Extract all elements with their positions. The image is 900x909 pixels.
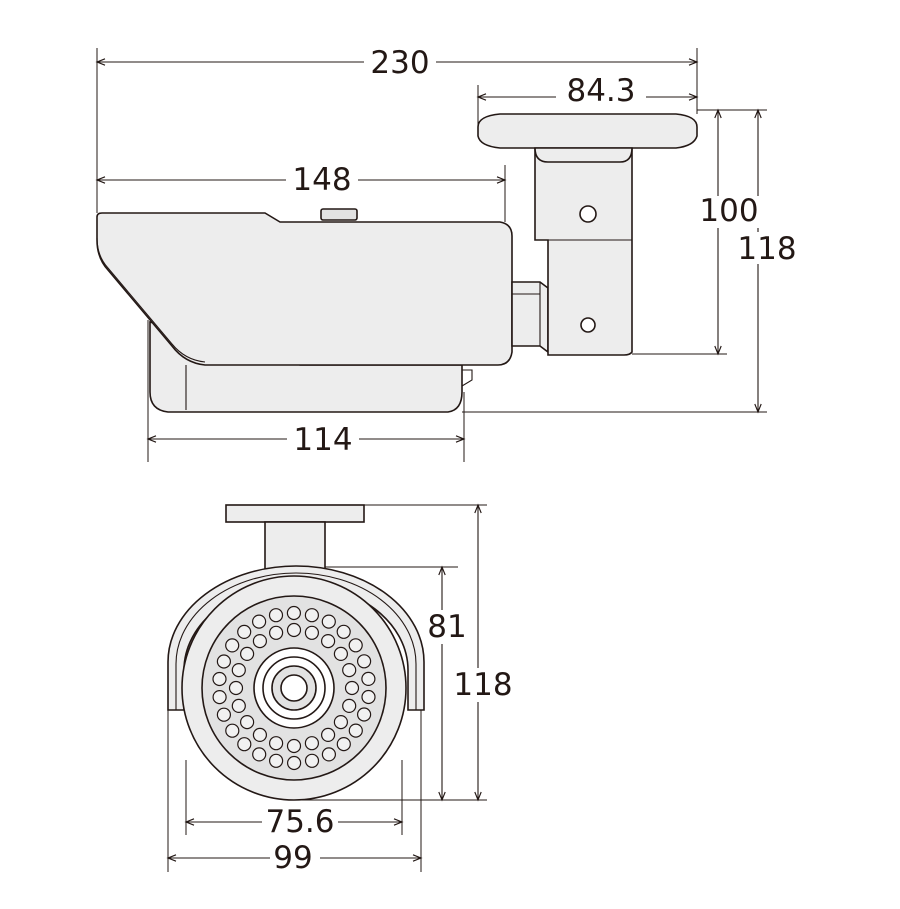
ir-led [216,654,231,669]
ir-led [240,646,255,662]
front-mount-plate [225,504,365,523]
ir-led [304,608,319,623]
front-view: 81 118 75.6 99 [166,503,516,876]
ir-led [357,707,372,722]
ir-led [237,624,252,640]
lens-ring [262,656,326,720]
ir-led [321,747,336,762]
ir-led [333,714,348,730]
ir-led [342,662,357,678]
ir-led [361,671,376,687]
ir-led [336,624,351,639]
bracket-neck [511,281,549,354]
ir-led [286,738,302,754]
lens-barrel-step [185,365,473,410]
ir-led [361,689,376,705]
mount-base-plate [477,113,698,149]
side-view: 230 84.3 148 114 100 118 [95,44,800,462]
ir-led [348,723,363,738]
ir-led [286,622,302,638]
ir-led [344,680,360,696]
lens-center [280,674,308,702]
ir-led [321,633,336,649]
ir-led [228,680,244,696]
ir-led [225,723,240,738]
ir-led [268,608,284,623]
ir-led [336,736,351,752]
housing-bevel [96,237,206,363]
ir-led [304,625,319,640]
ir-led [342,698,357,714]
ir-led [240,714,255,730]
ir-led [231,662,246,678]
ir-led [304,753,320,768]
ir-led [269,736,284,751]
label-75-6: 75.6 [265,804,334,840]
bracket-arm [534,147,633,356]
label-118-front: 118 [453,667,512,703]
ir-led [357,654,372,669]
ir-led [212,689,227,705]
ir-led [286,605,301,621]
label-84-3: 84.3 [566,73,635,109]
ir-led [269,753,284,768]
mount-base-neck [534,147,633,163]
ir-led [304,736,319,751]
ir-led [287,755,302,771]
ir-led [216,707,231,722]
ir-led [252,614,267,629]
housing [96,212,513,366]
bracket-upper-bolt [579,205,597,223]
ir-led [231,698,246,714]
ir-led [237,737,252,752]
ir-led [225,638,240,653]
label-148: 148 [292,162,351,198]
label-114: 114 [293,422,352,458]
ir-led [269,625,284,640]
label-230: 230 [370,45,429,81]
ir-led [252,633,267,649]
ir-led-array [212,605,376,771]
label-118-side: 118 [737,231,796,267]
ir-led [212,671,227,687]
ir-led [321,727,336,743]
ir-led [333,646,348,662]
ir-led [348,638,363,653]
front-mount-post [264,521,326,571]
ir-led [252,727,267,743]
ir-led [252,747,267,762]
ir-led [321,614,336,629]
label-81: 81 [427,609,466,645]
label-100: 100 [699,193,758,229]
bracket-lower-bolt [580,317,596,333]
label-99: 99 [273,840,312,876]
top-screw [320,208,358,221]
